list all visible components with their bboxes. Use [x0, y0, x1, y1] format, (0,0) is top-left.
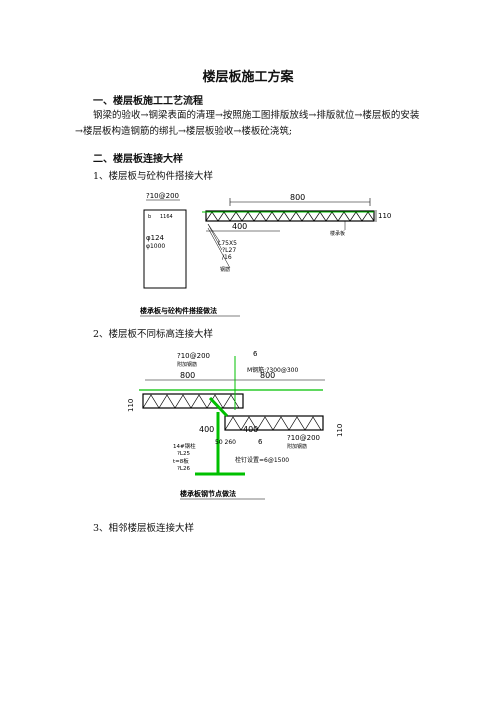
fig2-thk-right: 110 [336, 424, 344, 437]
fig2-stud2: 栓钉设置=6@1500 [235, 456, 289, 464]
fig1-label-1164: 1164 [160, 214, 173, 220]
fig2-label-1: 14#钢柱 [173, 442, 196, 450]
fig1-deck-note: 楼承板 [330, 230, 345, 237]
process-paragraph: 钢梁的验收→钢梁表面的清理→按照施工图排版放线→排版就位→楼层板的安装→楼层板构… [75, 110, 420, 137]
fig2-label-4: ?L26 [177, 466, 190, 472]
section-heading-details: 二、楼层板连接大样 [93, 154, 183, 165]
fig2-stud: M钢筋:?300@300 [247, 366, 298, 374]
fig1-concrete-column [143, 209, 187, 289]
fig2-green-angle [208, 396, 229, 418]
fig1-col-label: φ124 [146, 234, 165, 242]
fig2-caption: 楼承板钢节点做法 [180, 489, 236, 498]
figure-2-drawing: ?10@200 附加钢筋 6 M钢筋:?300@300 800 800 110 … [127, 350, 344, 500]
fig2-dim-left: 800 [180, 371, 195, 380]
fig2-rebar-right: ?10@200 [287, 434, 320, 442]
fig1-weld-label: /16 [222, 254, 232, 261]
fig1-dim-400: 400 [232, 222, 247, 231]
fig1-dim-800: 800 [290, 193, 305, 202]
fig2-dim-right: 800 [260, 371, 275, 380]
figure-1-drawing: ?10@200 b 1164 800 110 400 φ124 φ1000 L7… [140, 192, 391, 317]
fig1-rebar-note: 钢筋 [220, 266, 230, 273]
fig1-caption: 楼承板与砼构件搭接做法 [140, 306, 217, 315]
fig2-dim-6b: 6 [258, 438, 263, 446]
fig2-deck-left [142, 393, 244, 409]
fig2-thk-left: 110 [127, 399, 135, 412]
fig2-rebar-right-note: 附加钢筋 [287, 443, 307, 450]
section-heading-process: 一、楼层板施工工艺流程 [93, 96, 203, 107]
fig1-thickness: 110 [378, 212, 391, 220]
fig2-label-3: t=8板 [173, 457, 189, 465]
fig1-label-b: b [148, 214, 151, 220]
fig2-rebar-top-note: 附加钢筋 [177, 361, 197, 368]
fig2-dim-400b: 400 [243, 425, 258, 434]
fig2-dim-6: 6 [253, 350, 258, 358]
fig2-label-2: ?L25 [177, 451, 190, 457]
fig1-truss [205, 211, 375, 222]
fig2-rebar-top: ?10@200 [177, 352, 210, 360]
fig2-dim-400a: 400 [199, 425, 214, 434]
item-3-heading: 3、相邻楼层板连接大样 [93, 523, 195, 534]
fig2-deck-right [224, 415, 324, 431]
fig1-angle2-label: ?L27 [222, 247, 236, 254]
item-2-heading: 2、楼层板不同标高连接大样 [93, 329, 214, 340]
page-title: 楼层板施工方案 [202, 70, 294, 85]
fig1-col-label2: φ1000 [146, 243, 165, 250]
fig1-rebar-label: ?10@200 [146, 192, 179, 200]
item-1-heading: 1、楼层板与砼构件搭接大样 [93, 171, 214, 182]
fig2-dim-mid: 50 260 [215, 439, 236, 446]
fig1-angle-label: L75X5 [218, 240, 237, 247]
